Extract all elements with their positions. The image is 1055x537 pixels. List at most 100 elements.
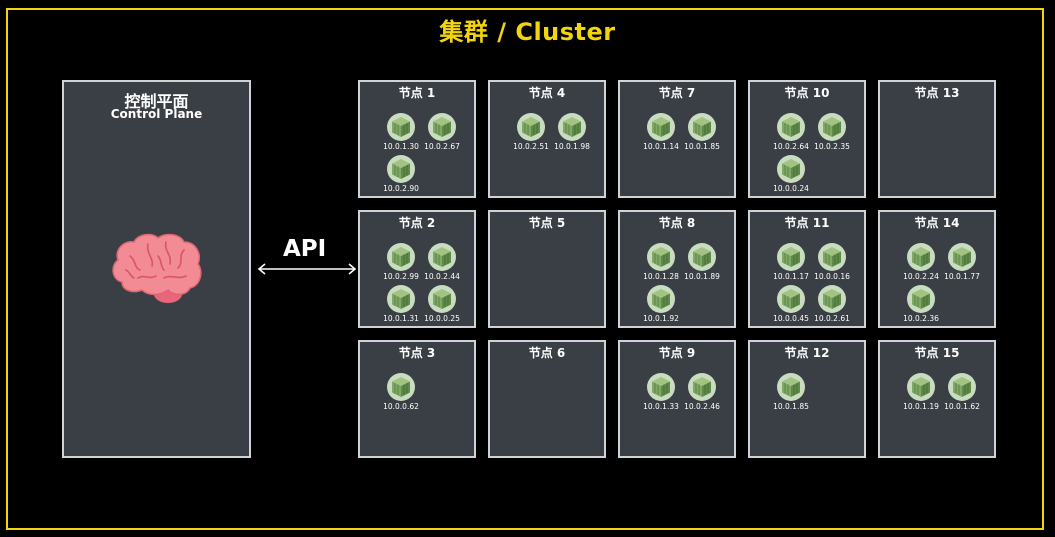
pod: 10.0.2.46 xyxy=(682,372,722,411)
pod-ip: 10.0.1.28 xyxy=(643,272,679,281)
pod-ip: 10.0.2.36 xyxy=(903,314,939,323)
pod-ip: 10.0.1.92 xyxy=(643,314,679,323)
pod: 10.0.2.90 xyxy=(381,154,421,193)
pod-cube-icon xyxy=(647,373,675,401)
pod-cube-icon xyxy=(818,285,846,313)
pod: 10.0.1.98 xyxy=(552,112,592,151)
pod: 10.0.0.45 xyxy=(771,284,811,323)
node-title: 节点 15 xyxy=(914,346,960,360)
pod-ip: 10.0.2.64 xyxy=(773,142,809,151)
node-title: 节点 2 xyxy=(398,216,436,230)
pod-cube-icon xyxy=(387,113,415,141)
pod-cube-icon xyxy=(647,113,675,141)
pod-cube-icon xyxy=(907,285,935,313)
control-plane-title: 控制平面 xyxy=(124,92,189,111)
pod-cube-icon xyxy=(777,243,805,271)
pod-ip: 10.0.1.14 xyxy=(643,142,679,151)
pod-ip: 10.0.2.35 xyxy=(814,142,850,151)
pod-cube-icon xyxy=(428,243,456,271)
pod-cube-icon xyxy=(428,285,456,313)
pod: 10.0.2.61 xyxy=(812,284,852,323)
node-title: 节点 11 xyxy=(784,216,830,230)
node-box: 节点 10 10.0.2.64 10.0.2.35 10.0.0.24 xyxy=(748,80,866,198)
pod: 10.0.1.28 xyxy=(641,242,681,281)
node-box: 节点 5 xyxy=(488,210,606,328)
pod: 10.0.2.64 xyxy=(771,112,811,151)
pod: 10.0.1.30 xyxy=(381,112,421,151)
pod-cube-icon xyxy=(387,285,415,313)
pod: 10.0.1.85 xyxy=(771,372,811,411)
pod-cube-icon xyxy=(907,243,935,271)
node-box: 节点 3 10.0.0.62 xyxy=(358,340,476,458)
pod-cube-icon xyxy=(647,243,675,271)
pod-ip: 10.0.1.30 xyxy=(383,142,419,151)
pod: 10.0.1.17 xyxy=(771,242,811,281)
pod: 10.0.1.77 xyxy=(942,242,982,281)
api-double-arrow xyxy=(257,263,357,275)
pod: 10.0.2.99 xyxy=(381,242,421,281)
node-title: 节点 4 xyxy=(528,86,566,100)
pod-ip: 10.0.2.90 xyxy=(383,184,419,193)
pod-ip: 10.0.2.61 xyxy=(814,314,850,323)
pod-cube-icon xyxy=(688,373,716,401)
cluster-title: 集群 / Cluster xyxy=(439,18,616,46)
pod-cube-icon xyxy=(777,285,805,313)
pod: 10.0.0.16 xyxy=(812,242,852,281)
pod-ip: 10.0.0.25 xyxy=(424,314,460,323)
node-box: 节点 12 10.0.1.85 xyxy=(748,340,866,458)
control-plane: 控制平面 Control Plane xyxy=(62,80,251,458)
pod-ip: 10.0.2.67 xyxy=(424,142,460,151)
pod: 10.0.1.89 xyxy=(682,242,722,281)
pod-cube-icon xyxy=(647,285,675,313)
pod: 10.0.0.24 xyxy=(771,154,811,193)
cluster-frame xyxy=(6,8,1044,530)
node-title: 节点 7 xyxy=(658,86,696,100)
pod-ip: 10.0.2.51 xyxy=(513,142,549,151)
pod: 10.0.1.92 xyxy=(641,284,681,323)
node-title: 节点 3 xyxy=(398,346,436,360)
node-box: 节点 15 10.0.1.19 10.0.1.62 xyxy=(878,340,996,458)
pod-ip: 10.0.1.31 xyxy=(383,314,419,323)
pod-cube-icon xyxy=(688,243,716,271)
pod-ip: 10.0.0.62 xyxy=(383,402,419,411)
node-title: 节点 13 xyxy=(914,86,960,100)
node-title: 节点 5 xyxy=(528,216,566,230)
pod-ip: 10.0.0.24 xyxy=(773,184,809,193)
pod: 10.0.0.62 xyxy=(381,372,421,411)
pod: 10.0.2.44 xyxy=(422,242,462,281)
node-box: 节点 13 xyxy=(878,80,996,198)
pod-cube-icon xyxy=(387,373,415,401)
pod-ip: 10.0.0.16 xyxy=(814,272,850,281)
node-title: 节点 12 xyxy=(784,346,830,360)
pod: 10.0.2.51 xyxy=(511,112,551,151)
pod-ip: 10.0.1.19 xyxy=(903,402,939,411)
pod-ip: 10.0.1.89 xyxy=(684,272,720,281)
pod-cube-icon xyxy=(948,243,976,271)
api-label: API xyxy=(283,236,327,262)
node-title: 节点 10 xyxy=(784,86,830,100)
pod-cube-icon xyxy=(948,373,976,401)
pod-ip: 10.0.2.99 xyxy=(383,272,419,281)
pod-ip: 10.0.1.62 xyxy=(944,402,980,411)
pod: 10.0.1.33 xyxy=(641,372,681,411)
node-title: 节点 1 xyxy=(398,86,436,100)
pod-cube-icon xyxy=(777,155,805,183)
pod-cube-icon xyxy=(818,243,846,271)
pod-ip: 10.0.2.46 xyxy=(684,402,720,411)
brain-icon xyxy=(112,233,202,303)
node-box: 节点 8 10.0.1.28 10.0.1.89 10.0.1.92 xyxy=(618,210,736,328)
pod: 10.0.1.85 xyxy=(682,112,722,151)
pod-cube-icon xyxy=(907,373,935,401)
node-box: 节点 6 xyxy=(488,340,606,458)
pod-ip: 10.0.2.24 xyxy=(903,272,939,281)
pod-cube-icon xyxy=(558,113,586,141)
node-title: 节点 8 xyxy=(658,216,696,230)
pod: 10.0.1.14 xyxy=(641,112,681,151)
pod-ip: 10.0.0.45 xyxy=(773,314,809,323)
pod-cube-icon xyxy=(428,113,456,141)
